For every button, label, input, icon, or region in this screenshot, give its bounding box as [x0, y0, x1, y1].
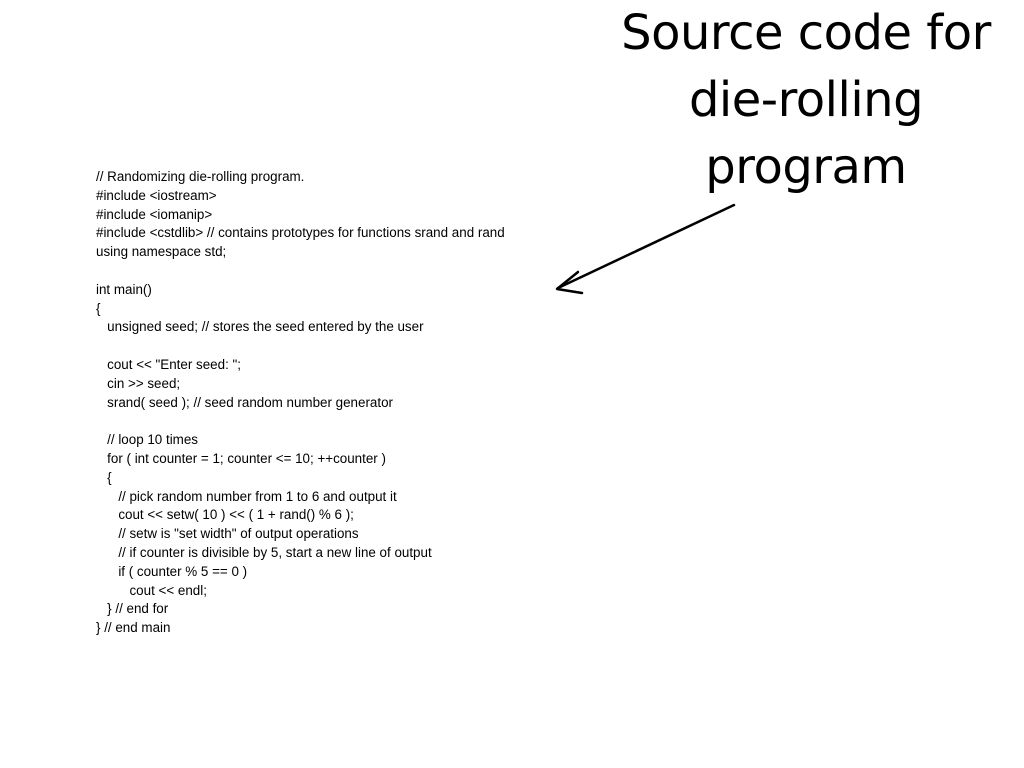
code-line: { — [96, 300, 101, 316]
code-line: if ( counter % 5 == 0 ) — [96, 563, 248, 579]
slide-title-line: Source code for — [621, 5, 991, 61]
code-line: cout << setw( 10 ) << ( 1 + rand() % 6 )… — [96, 507, 354, 523]
slide-title-line: program — [705, 139, 907, 195]
code-line — [96, 412, 566, 431]
code-line: #include <iostream> — [96, 187, 217, 203]
code-line: { — [96, 469, 112, 485]
code-line — [96, 337, 566, 356]
code-line: cout << "Enter seed: "; — [96, 356, 241, 372]
code-line: } // end for — [96, 601, 169, 617]
code-line: #include <iomanip> — [96, 206, 213, 222]
code-line: // Randomizing die-rolling program. — [96, 169, 305, 184]
source-code-block: // Randomizing die-rolling program. #inc… — [96, 168, 566, 638]
code-line: } // end main — [96, 620, 171, 636]
code-line: srand( seed ); // seed random number gen… — [96, 394, 393, 410]
code-line: // setw is "set width" of output operati… — [96, 526, 359, 542]
code-line: // pick random number from 1 to 6 and ou… — [96, 488, 397, 504]
code-line: cout << endl; — [96, 582, 207, 598]
slide-title-line: die-rolling — [688, 72, 924, 128]
code-line: // loop 10 times — [96, 432, 198, 448]
code-line: int main() — [96, 281, 152, 297]
code-line: cin >> seed; — [96, 375, 181, 391]
code-line: #include <cstdlib> // contains prototype… — [96, 225, 505, 241]
code-line: for ( int counter = 1; counter <= 10; ++… — [96, 450, 386, 466]
code-line — [96, 262, 566, 281]
code-line: unsigned seed; // stores the seed entere… — [96, 319, 424, 335]
code-line: // if counter is divisible by 5, start a… — [96, 544, 432, 560]
arrow-icon — [555, 203, 736, 295]
code-line: using namespace std; — [96, 244, 227, 260]
slide-title: Source code for die-rolling program — [600, 0, 1012, 201]
